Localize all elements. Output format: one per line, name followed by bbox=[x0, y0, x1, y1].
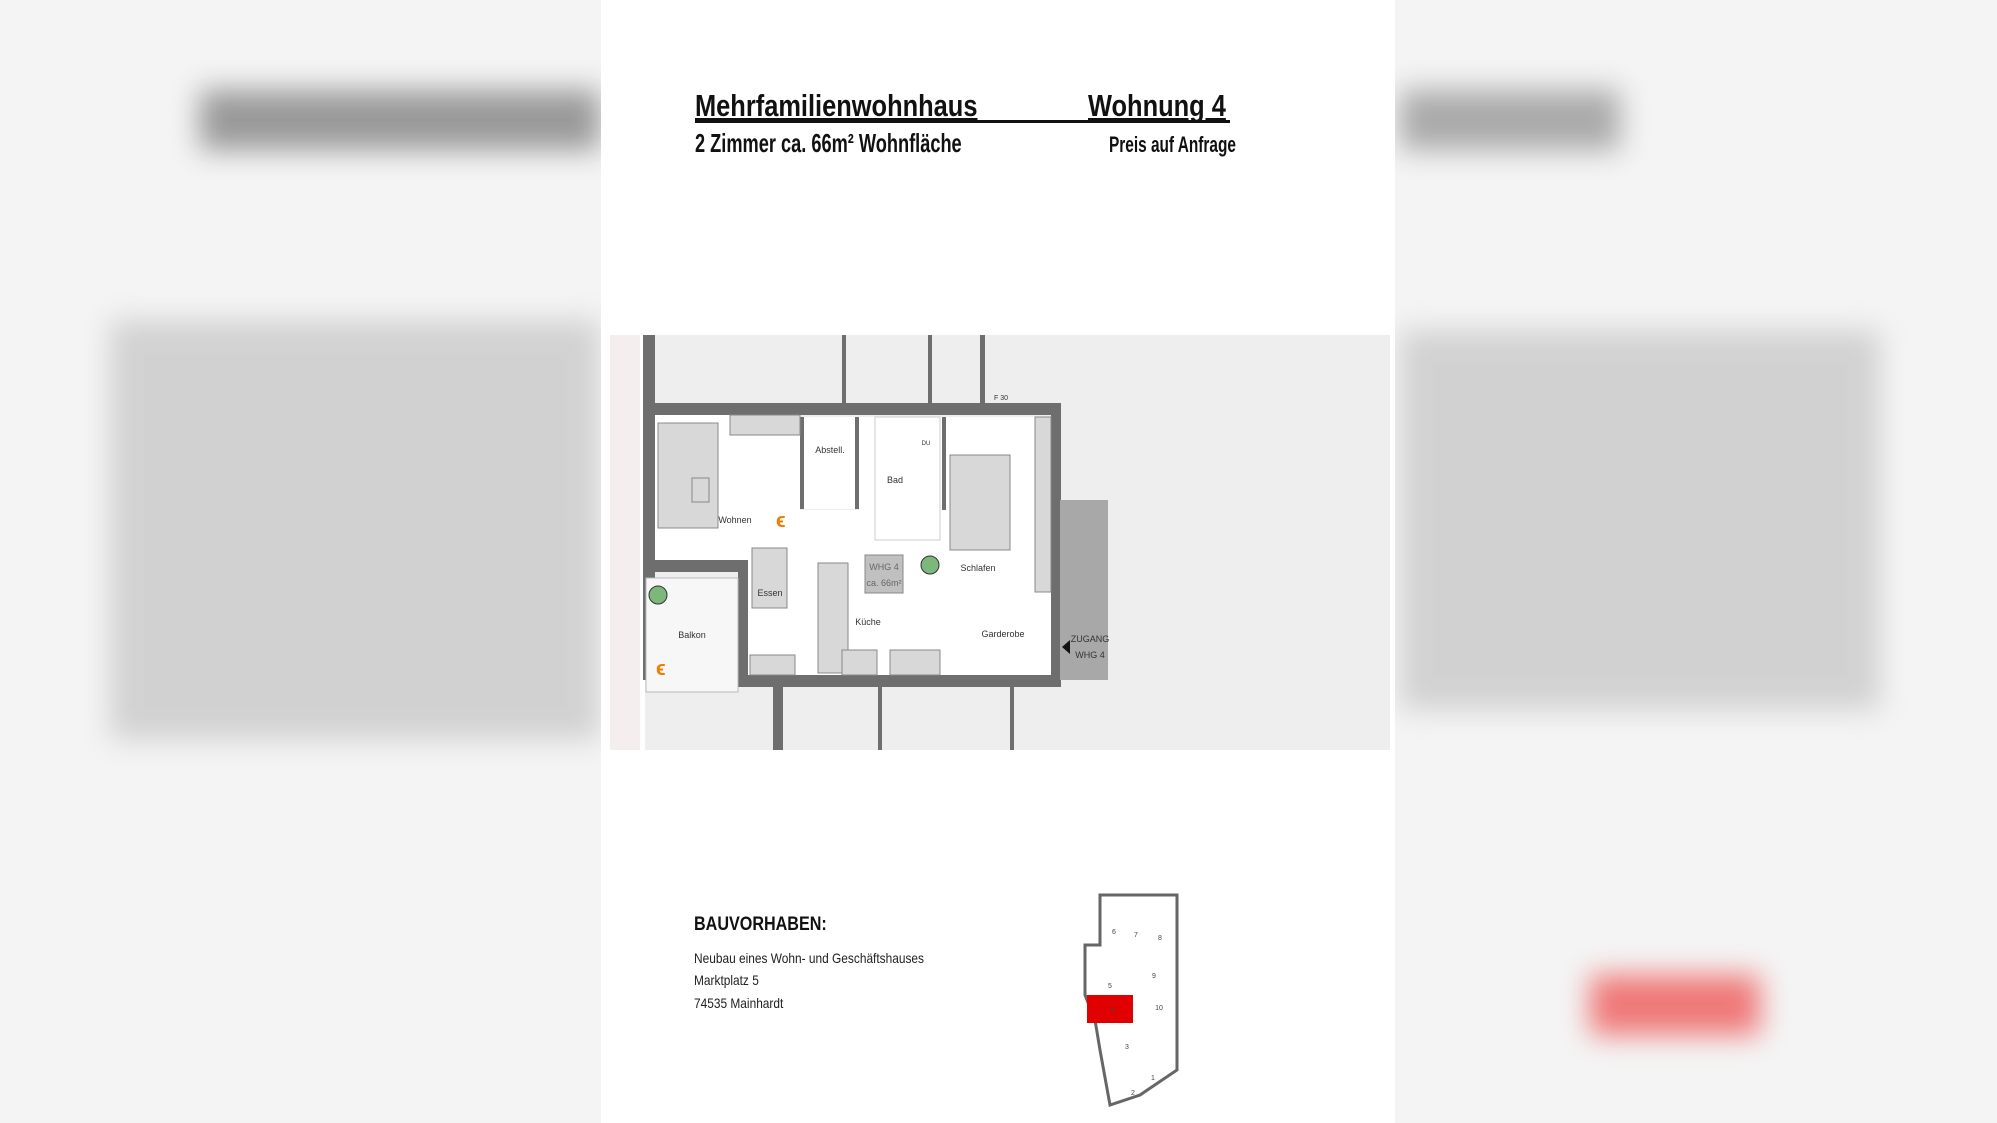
furniture bbox=[657, 414, 1052, 676]
blurred-background bbox=[200, 90, 600, 150]
room-label-garderobe: Garderobe bbox=[981, 629, 1024, 639]
site-plan: 1 2 3 4 5 6 7 8 9 10 bbox=[1083, 893, 1179, 1107]
project-street: Marktplatz 5 bbox=[694, 972, 759, 988]
unit-10: 10 bbox=[1155, 1005, 1163, 1012]
price: Preis auf Anfrage bbox=[1109, 132, 1236, 157]
room-label-wohnen: Wohnen bbox=[718, 515, 751, 525]
unit-8: 8 bbox=[1158, 935, 1162, 942]
entry-label-unit: WHG 4 bbox=[1075, 650, 1105, 660]
project-description: Neubau eines Wohn- und Geschäftshauses bbox=[694, 950, 925, 966]
fire-rating-label: F 30 bbox=[994, 395, 1008, 402]
orange-marker-icon: ϵ bbox=[656, 658, 666, 680]
room-label-abstell: Abstell. bbox=[815, 445, 845, 455]
project-city: 74535 Mainhardt bbox=[694, 995, 784, 1011]
unit-6: 6 bbox=[1112, 929, 1116, 936]
tile-floor bbox=[874, 416, 941, 541]
room-label-schlafen: Schlafen bbox=[960, 563, 995, 573]
area-box bbox=[864, 554, 904, 594]
floor-plan: WHG 4 ca. 66m² ϵ ϵ Wohnen Abstell. Bad D… bbox=[610, 335, 1390, 750]
room-label-bad: Bad bbox=[887, 475, 903, 485]
unit-3: 3 bbox=[1125, 1044, 1129, 1051]
blurred-background bbox=[1590, 975, 1760, 1035]
facade-pattern bbox=[610, 335, 640, 750]
title-rule bbox=[695, 120, 1230, 123]
room-label-balkon: Balkon bbox=[678, 630, 706, 640]
unit-9: 9 bbox=[1152, 973, 1156, 980]
room-label-essen: Essen bbox=[757, 588, 782, 598]
area-label: ca. 66m² bbox=[866, 578, 901, 588]
blurred-background bbox=[1400, 330, 1880, 710]
unit-2: 2 bbox=[1131, 1090, 1135, 1097]
plant-icon bbox=[648, 585, 668, 605]
project-heading: BAUVORHABEN: bbox=[694, 914, 827, 935]
orange-marker-icon: ϵ bbox=[776, 510, 786, 532]
unit-7: 7 bbox=[1134, 932, 1138, 939]
entry-arrow-icon bbox=[1062, 640, 1070, 654]
blurred-background bbox=[1400, 90, 1620, 150]
document-title: Mehrfamilienwohnhaus bbox=[695, 88, 978, 123]
plant-icon bbox=[920, 555, 940, 575]
whg-label: WHG 4 bbox=[869, 562, 899, 572]
highlighted-unit-4 bbox=[1087, 995, 1133, 1023]
entry-label: ZUGANG bbox=[1071, 634, 1110, 644]
unit-title: Wohnung 4 bbox=[1088, 88, 1226, 123]
subtitle: 2 Zimmer ca. 66m² Wohnfläche bbox=[695, 128, 962, 158]
unit-4: 4 bbox=[1111, 1007, 1115, 1014]
room-label-kueche: Küche bbox=[855, 617, 881, 627]
unit-1: 1 bbox=[1151, 1075, 1155, 1082]
room-label-du: DU bbox=[922, 441, 931, 447]
unit-5: 5 bbox=[1108, 983, 1112, 990]
blurred-background bbox=[110, 320, 600, 740]
